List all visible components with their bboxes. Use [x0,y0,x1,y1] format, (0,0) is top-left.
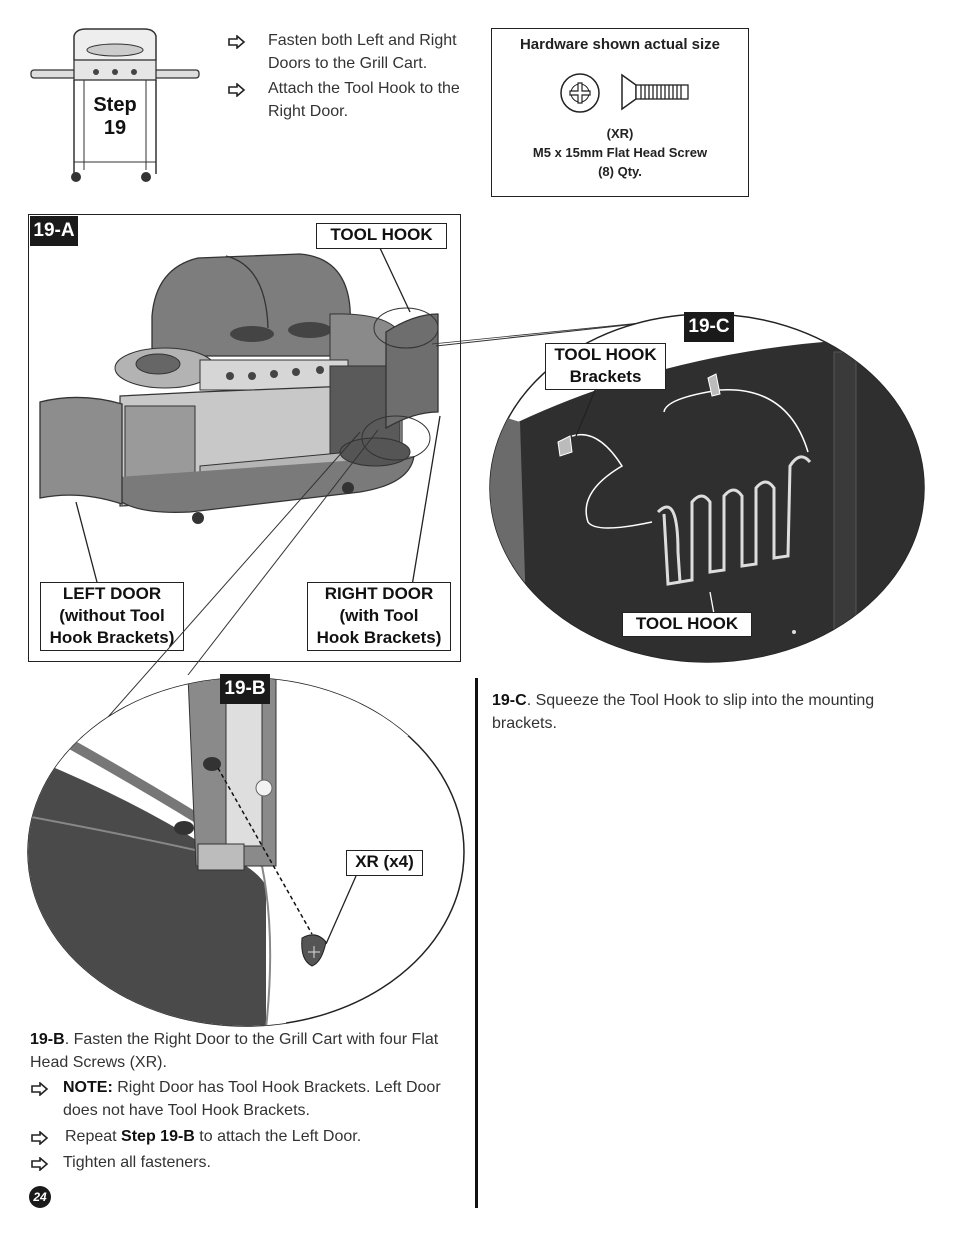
page-number: 24 [29,1186,51,1208]
hardware-code: (XR) [606,126,634,141]
hardware-title: Hardware shown actual size [519,36,721,53]
text-19c: 19-C. Squeeze the Tool Hook to slip into… [492,692,875,732]
figure-19b-tag: 19-B [220,674,270,704]
figure-19a-tag: 19-A [30,216,78,246]
note-bullet: NOTE: Right Door has Tool Hook Brackets.… [63,1079,441,1119]
tool-hook-label-c: TOOL HOOK [622,612,752,637]
intro-bullet-2: Attach the Tool Hook to the Right Door. [268,80,460,120]
hardware-qty: (8) Qty. [598,164,642,179]
hardware-name: M5 x 15mm Flat Head Screw [532,145,708,160]
text-19b: 19-B. Fasten the Right Door to the Grill… [30,1031,439,1071]
arrow-bullet-icon [228,35,246,49]
figure-19a-frame [28,214,461,662]
figure-19c-illustration [489,313,925,663]
grill-thumbnail [30,28,200,182]
arrow-bullet-icon [31,1082,49,1096]
repeat-bullet: Repeat Step 19-B to attach the Left Door… [65,1128,362,1145]
tool-hook-label-a: TOOL HOOK [316,223,447,249]
figure-19c-tag: 19-C [684,312,734,342]
arrow-bullet-icon [31,1131,49,1145]
arrow-bullet-icon [31,1157,49,1171]
arrow-bullet-icon [228,83,246,97]
intro-bullet-1: Fasten both Left and Right Doors to the … [268,32,457,72]
screw-head-icon [560,73,600,113]
screw-side-icon [621,73,689,111]
step-label: Step 19 [93,94,137,139]
tighten-bullet: Tighten all fasteners. [63,1154,211,1171]
figure-19b-illustration [27,677,465,1027]
hardware-box: Hardware shown actual size (XR) M5 x 15m… [491,28,749,197]
column-divider [475,678,478,1208]
grill-cart-illustration [39,247,441,587]
screw-count-label: XR (x4) [346,850,423,876]
